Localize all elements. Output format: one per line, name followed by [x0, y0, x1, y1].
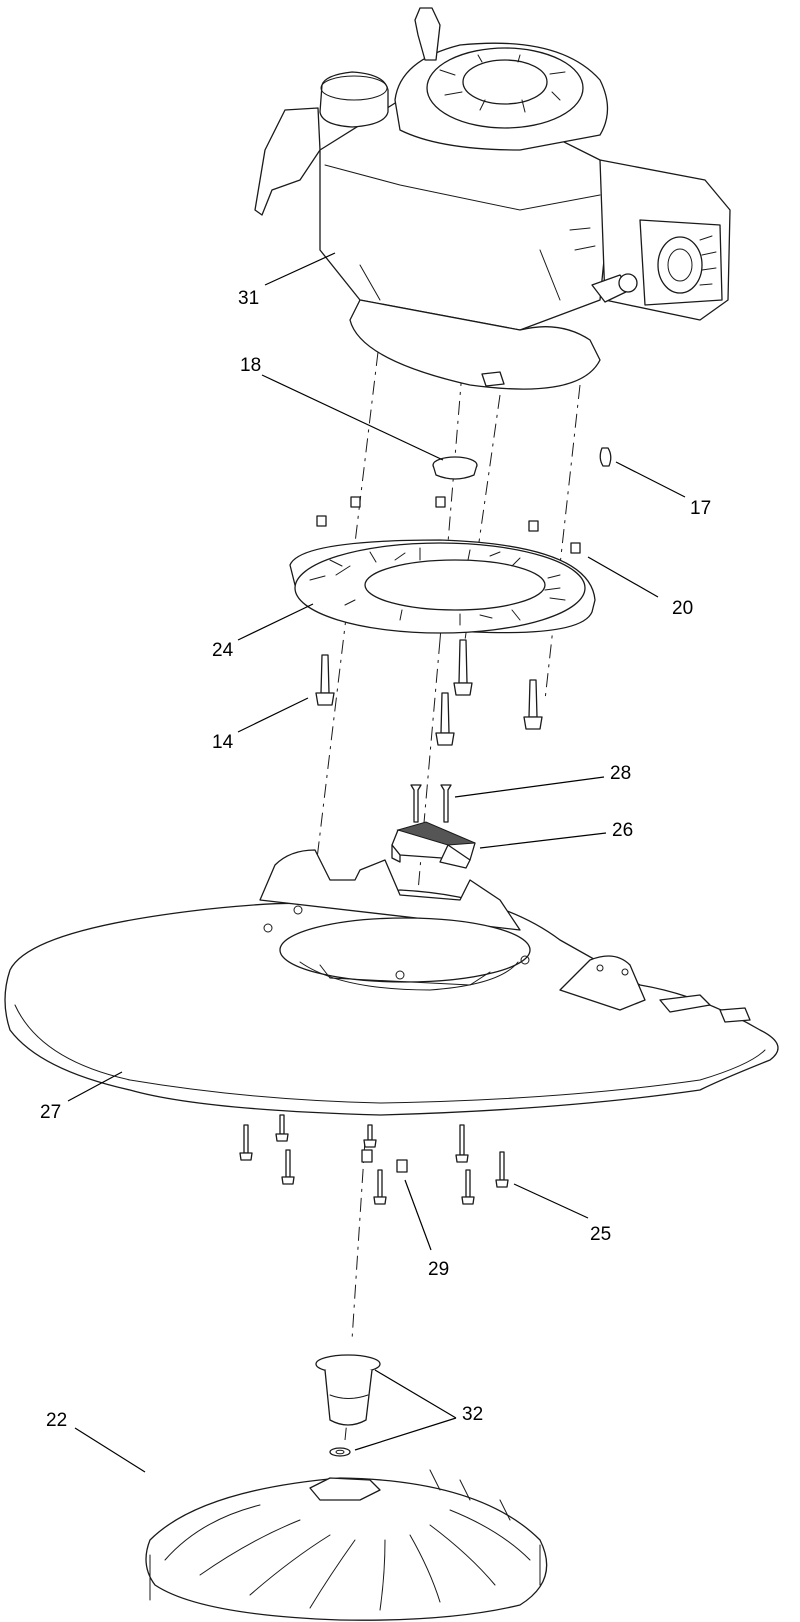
callout-25: 25	[590, 1224, 611, 1245]
callout-20: 20	[672, 598, 693, 619]
callout-labels: 31 18 17 20 24 14 28 26 27 25 29 32 22	[40, 288, 711, 1431]
blade-fan-part	[145, 1469, 548, 1621]
spacers-part	[316, 496, 581, 554]
blade-adapter-part	[315, 1354, 381, 1457]
callout-22: 22	[46, 1410, 67, 1431]
callout-26: 26	[612, 820, 633, 841]
deck-screws-part	[239, 1114, 509, 1205]
callout-14: 14	[212, 732, 234, 753]
callout-18: 18	[240, 355, 261, 376]
callout-24: 24	[212, 640, 234, 661]
plug-part	[432, 456, 478, 480]
callout-32: 32	[462, 1404, 483, 1425]
bolts-part	[315, 639, 543, 746]
callout-27: 27	[40, 1102, 61, 1123]
engine-part	[254, 7, 731, 390]
callout-31: 31	[238, 288, 259, 309]
mounting-plate-part	[289, 539, 596, 634]
key-part	[599, 447, 612, 467]
screws-part	[410, 784, 452, 823]
callout-28: 28	[610, 763, 631, 784]
callout-29: 29	[428, 1259, 449, 1280]
bracket-part	[391, 821, 476, 869]
callout-17: 17	[690, 498, 711, 519]
leader-lines	[67, 252, 686, 1473]
deck-housing-part	[4, 849, 779, 1116]
nuts-part	[361, 1149, 408, 1173]
